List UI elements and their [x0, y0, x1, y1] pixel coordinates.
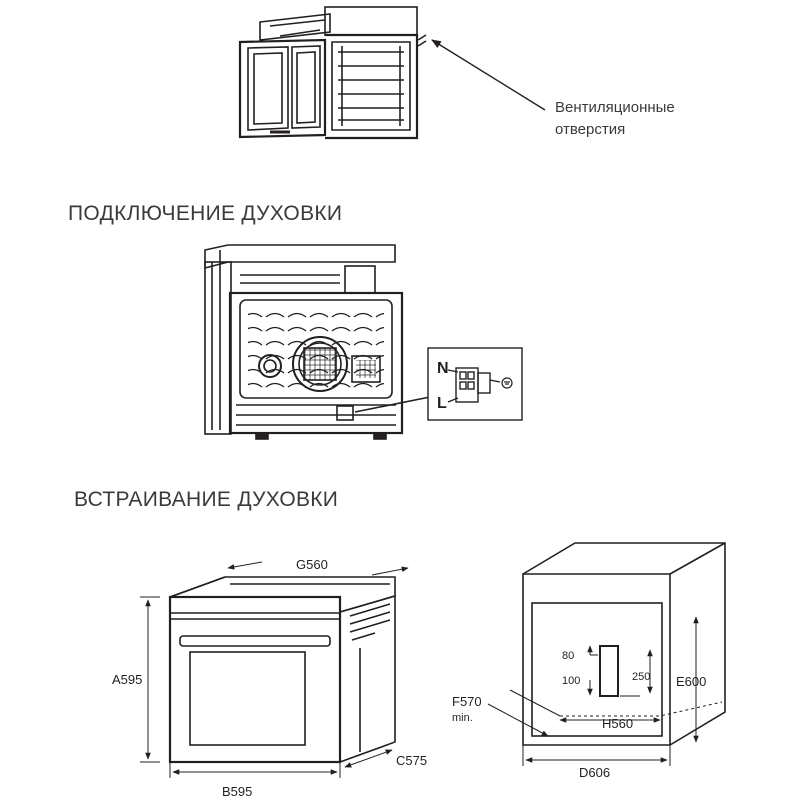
oven-height-label: A595	[112, 672, 142, 687]
vent-callout-line2: отверстия	[555, 121, 626, 138]
vent-callout-label: Вентиляционные отверстия	[555, 97, 675, 141]
ground-symbol-icon	[501, 377, 513, 389]
cutout-250-label: 250	[632, 671, 650, 683]
oven-width-label: B595	[222, 784, 252, 799]
terminal-block-inset: N L	[427, 347, 523, 421]
oven-dimension-drawing	[140, 576, 396, 778]
cutout-100-label: 100	[562, 675, 580, 687]
cabinet-height-label: E600	[676, 674, 706, 689]
min-depth-label-line2: min.	[452, 712, 473, 724]
min-depth-label-line1: F570	[452, 694, 482, 709]
terminal-neutral-label: N	[437, 360, 449, 377]
cabinet-dimension-lines	[487, 616, 723, 766]
install-title: ВСТРАИВАНИЕ ДУХОВКИ	[74, 488, 339, 511]
oven-rear-view	[238, 6, 427, 140]
cabinet-depth-label: D606	[579, 765, 610, 780]
oven-dimension-lines	[145, 561, 409, 775]
connection-title: ПОДКЛЮЧЕНИЕ ДУХОВКИ	[68, 202, 343, 225]
oven-depth-label: C575	[396, 753, 427, 768]
terminal-live-label: L	[437, 395, 447, 412]
oven-back-panel	[204, 244, 441, 440]
oven-top-width-label: G560	[296, 557, 328, 572]
cabinet-inner-width-label: H560	[602, 716, 633, 731]
cutout-80-label: 80	[562, 650, 574, 662]
vent-callout-line1: Вентиляционные	[555, 99, 675, 116]
cabinet-niche-drawing	[522, 542, 726, 746]
vent-pointer-line	[431, 39, 546, 111]
